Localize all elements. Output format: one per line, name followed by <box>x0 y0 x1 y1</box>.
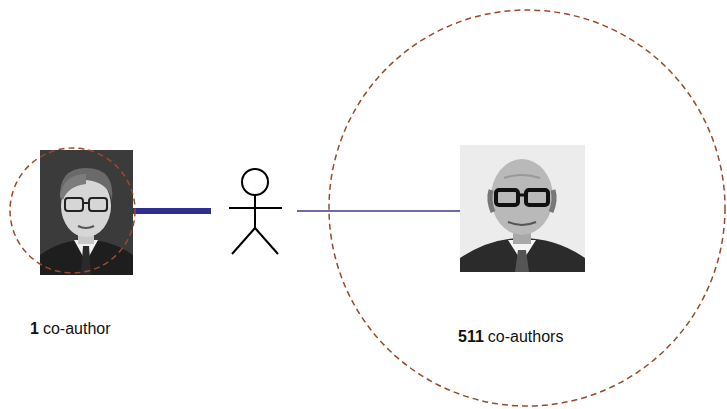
large-network-circle: 511co-authors <box>328 9 726 407</box>
small-network-circle: 1co-author <box>9 147 136 274</box>
caption: 511co-authors <box>458 328 563 346</box>
count-number: 511 <box>458 328 484 345</box>
dashed-circle <box>9 147 136 274</box>
count-number: 1 <box>30 320 39 337</box>
thin-link <box>297 210 460 211</box>
count-label: co-authors <box>488 328 564 345</box>
portrait-left <box>40 150 133 275</box>
count-label: co-author <box>43 320 111 337</box>
dashed-circle <box>328 9 726 407</box>
thick-link <box>133 208 211 214</box>
caption: 1co-author <box>30 320 111 338</box>
stick-figure <box>229 169 282 254</box>
portrait-right <box>460 145 585 272</box>
